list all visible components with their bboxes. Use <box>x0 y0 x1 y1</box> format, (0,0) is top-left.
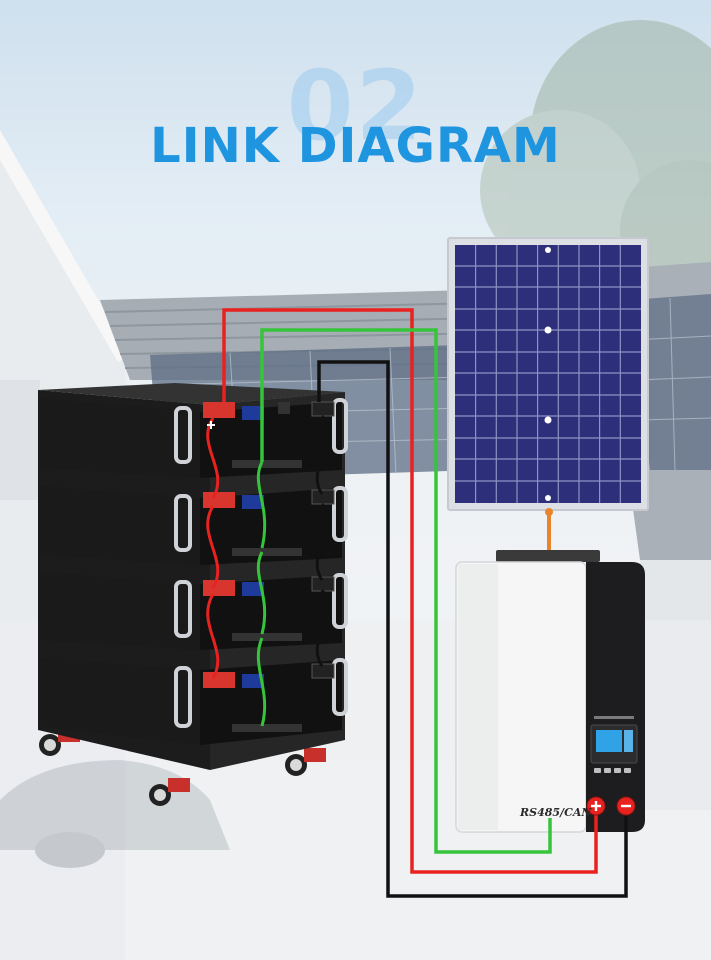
battery-module-3 <box>40 572 346 650</box>
battery-module-4 <box>40 658 346 745</box>
negative-terminal <box>617 797 635 815</box>
rs485-can-port-label: RS485/CAN <box>520 806 591 819</box>
battery-module-2 <box>40 486 346 565</box>
hybrid-inverter <box>456 550 645 832</box>
solar-panel <box>448 238 648 510</box>
battery-rack <box>38 383 346 806</box>
